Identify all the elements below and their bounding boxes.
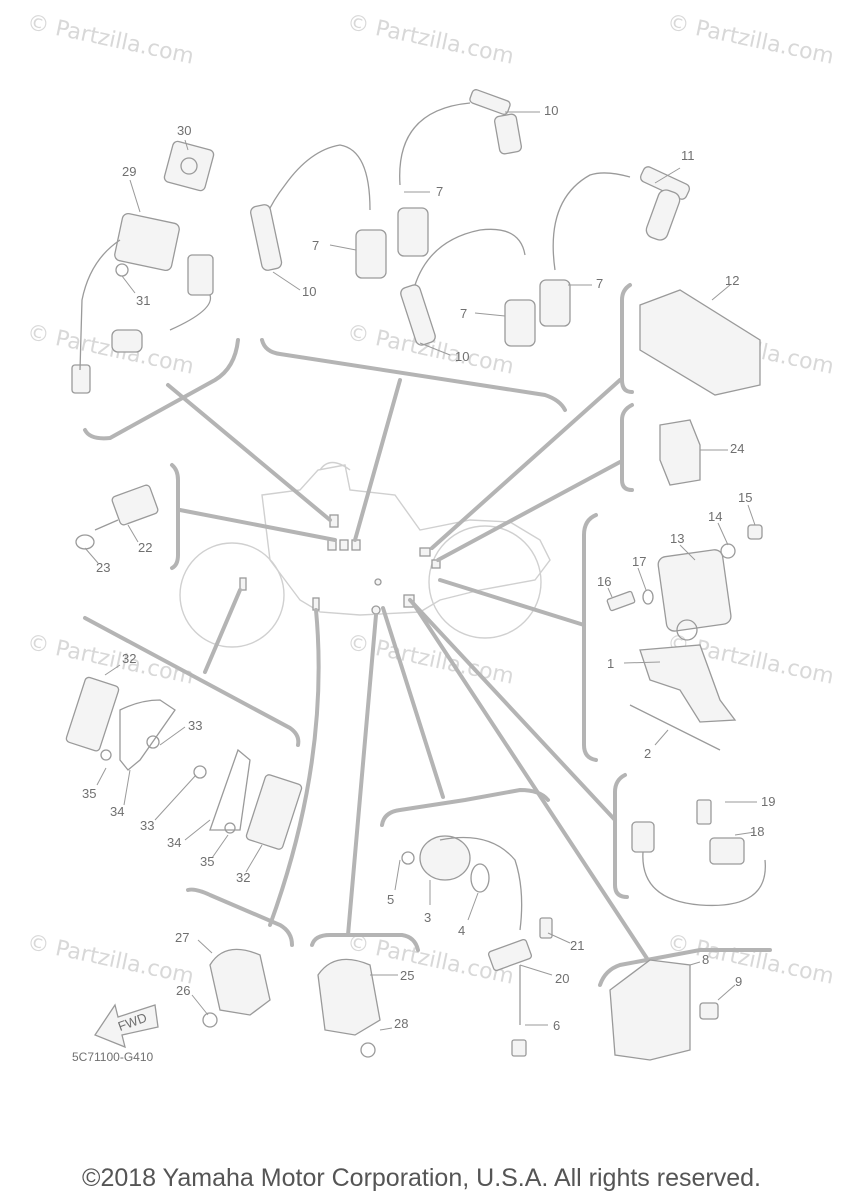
- pickup-coil: [401, 835, 553, 1057]
- callout-15: 15: [738, 490, 752, 505]
- callout-7: 7: [436, 184, 443, 199]
- callout-4: 4: [458, 923, 465, 938]
- callout-32: 32: [236, 870, 250, 885]
- callout-10: 10: [302, 284, 316, 299]
- callout-10: 10: [455, 349, 469, 364]
- callout-30: 30: [177, 123, 191, 138]
- rectifier-regulator: [609, 959, 719, 1061]
- callout-12: 12: [725, 273, 739, 288]
- ecu-and-relay: [639, 289, 761, 486]
- callout-33: 33: [140, 818, 154, 833]
- callout-35: 35: [82, 786, 96, 801]
- callout-33: 33: [188, 718, 202, 733]
- callout-9: 9: [735, 974, 742, 989]
- starter-relay-assembly: [606, 524, 763, 751]
- callout-7: 7: [460, 306, 467, 321]
- callout-11: 11: [681, 148, 695, 163]
- speed-sensor-assembly: [631, 799, 766, 907]
- routing-lines: [166, 378, 650, 962]
- callout-26: 26: [176, 983, 190, 998]
- callout-10: 10: [544, 103, 558, 118]
- callout-31: 31: [136, 293, 150, 308]
- callout-2: 2: [644, 746, 651, 761]
- callout-29: 29: [122, 164, 136, 179]
- callout-16: 16: [597, 574, 611, 589]
- callout-1: 1: [607, 656, 614, 671]
- callout-21: 21: [570, 938, 584, 953]
- callout-35: 35: [200, 854, 214, 869]
- callout-7: 7: [596, 276, 603, 291]
- drawing-code: 5C71100-G410: [72, 1050, 154, 1064]
- horns: [202, 948, 381, 1058]
- copyright-notice: ©2018 Yamaha Motor Corporation, U.S.A. A…: [82, 1164, 761, 1192]
- ignition-coils-and-caps: [250, 89, 691, 347]
- callout-28: 28: [394, 1016, 408, 1031]
- callout-6: 6: [553, 1018, 560, 1033]
- lean-angle-sensor: [71, 140, 215, 394]
- callout-20: 20: [555, 971, 569, 986]
- callout-23: 23: [96, 560, 110, 575]
- callout-32: 32: [122, 651, 136, 666]
- callout-14: 14: [708, 509, 722, 524]
- fwd-arrow: FWD: [94, 1003, 159, 1049]
- callout-13: 13: [670, 531, 684, 546]
- callout-numbers: 1 2 3 4 5 6 7 7 7 7 8 9 10 10 10 11 12 1…: [82, 103, 775, 1033]
- temperature-sensor: [75, 484, 159, 550]
- callout-5: 5: [387, 892, 394, 907]
- callout-22: 22: [138, 540, 152, 555]
- callout-27: 27: [175, 930, 189, 945]
- callout-25: 25: [400, 968, 414, 983]
- callout-3: 3: [424, 910, 431, 925]
- group-brackets: [83, 283, 772, 987]
- callout-24: 24: [730, 441, 744, 456]
- callout-8: 8: [702, 952, 709, 967]
- front-lamps: [65, 676, 303, 850]
- callout-19: 19: [761, 794, 775, 809]
- callout-34: 34: [167, 835, 181, 850]
- callout-18: 18: [750, 824, 764, 839]
- callout-17: 17: [632, 554, 646, 569]
- callout-34: 34: [110, 804, 124, 819]
- leader-lines: [84, 111, 757, 1031]
- callout-7: 7: [312, 238, 319, 253]
